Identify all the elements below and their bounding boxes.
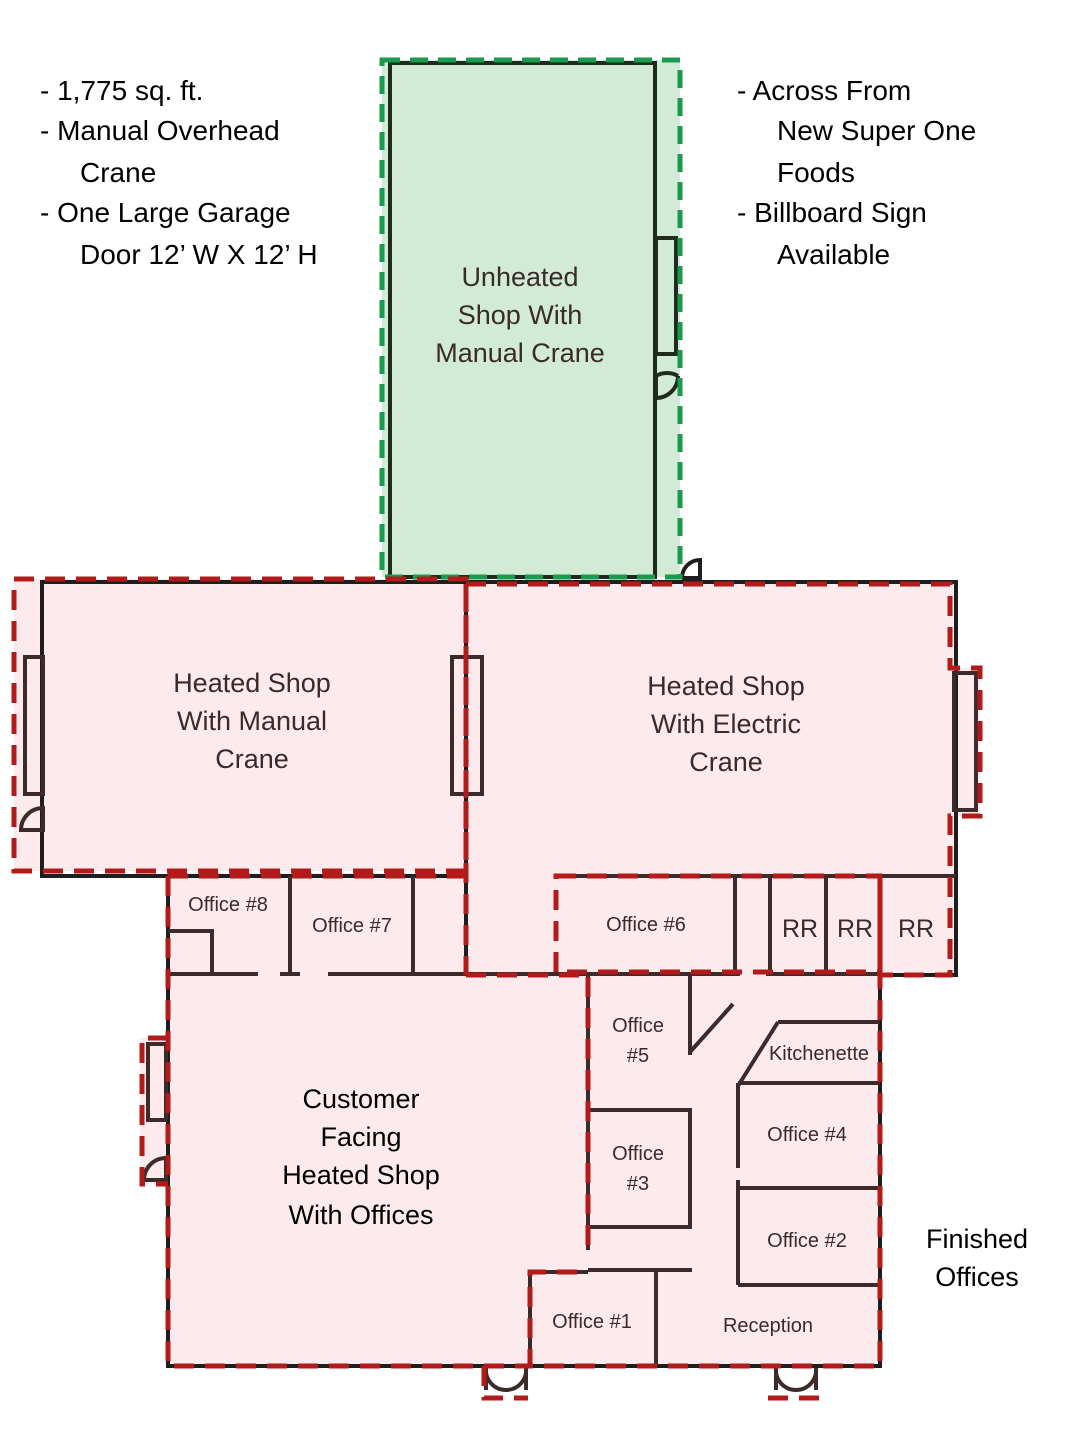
heated-electric-label-2: With Electric bbox=[651, 709, 801, 739]
rr2-label: RR bbox=[837, 915, 873, 943]
office1-label: Office #1 bbox=[552, 1311, 632, 1333]
finished-offices-label-2: Offices bbox=[935, 1262, 1019, 1292]
reception-label: Reception bbox=[723, 1315, 813, 1337]
note-left-2: - Manual Overhead bbox=[40, 115, 280, 146]
customer-label-3: Heated Shop bbox=[282, 1160, 440, 1190]
heated-outline bbox=[11, 576, 983, 1401]
note-left-5: Door 12’ W X 12’ H bbox=[80, 239, 318, 270]
office6-label: Office #6 bbox=[606, 914, 686, 936]
customer-label-4: With Offices bbox=[288, 1200, 433, 1230]
note-right-1: - Across From bbox=[737, 75, 911, 106]
unheated-label-2: Shop With bbox=[458, 300, 583, 330]
heated-manual-label-1: Heated Shop bbox=[173, 668, 331, 698]
office8-label: Office #8 bbox=[188, 894, 268, 916]
note-right-4: - Billboard Sign bbox=[737, 197, 927, 228]
customer-label-2: Facing bbox=[320, 1122, 401, 1152]
note-right-2: New Super One bbox=[777, 115, 976, 146]
note-right-5: Available bbox=[777, 239, 890, 270]
office3-label-2: #3 bbox=[627, 1173, 649, 1195]
office7-label: Office #7 bbox=[312, 915, 392, 937]
finished-offices-label-1: Finished bbox=[926, 1224, 1028, 1254]
customer-label-1: Customer bbox=[302, 1084, 419, 1114]
heated-electric-label-3: Crane bbox=[689, 747, 763, 777]
office2-label: Office #2 bbox=[767, 1230, 847, 1252]
note-left-3: Crane bbox=[80, 157, 156, 188]
unheated-shop-fill bbox=[382, 60, 680, 577]
heated-manual-label-2: With Manual bbox=[177, 706, 327, 736]
office5-label-1: Office bbox=[612, 1015, 664, 1037]
kitchenette-label: Kitchenette bbox=[769, 1043, 869, 1065]
note-right-3: Foods bbox=[777, 157, 855, 188]
office3-label-1: Office bbox=[612, 1143, 664, 1165]
rr1-label: RR bbox=[782, 915, 818, 943]
note-left-4: - One Large Garage bbox=[40, 197, 291, 228]
unheated-label-3: Manual Crane bbox=[435, 338, 605, 368]
office5-label-2: #5 bbox=[627, 1045, 649, 1067]
heated-manual-label-3: Crane bbox=[215, 744, 289, 774]
office4-label: Office #4 bbox=[767, 1124, 847, 1146]
unheated-label-1: Unheated bbox=[461, 262, 578, 292]
unheated-outline bbox=[379, 57, 683, 580]
rr3-label: RR bbox=[898, 915, 934, 943]
note-left-1: - 1,775 sq. ft. bbox=[40, 75, 203, 106]
heated-electric-label-1: Heated Shop bbox=[647, 671, 805, 701]
